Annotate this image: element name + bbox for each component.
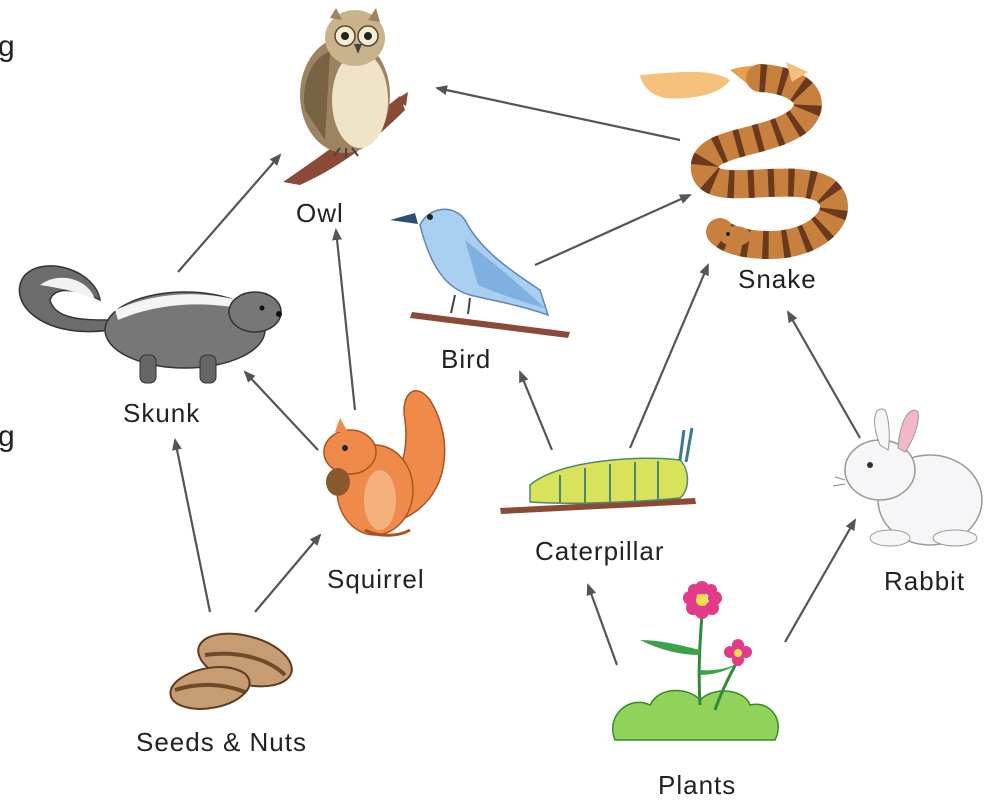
snake-label: Snake	[738, 264, 817, 295]
skunk-label: Skunk	[123, 398, 200, 429]
arrow-caterpillar-to-bird	[520, 372, 552, 450]
arrow-caterpillar-to-snake	[630, 265, 708, 448]
arrow-bird-to-snake	[535, 195, 690, 265]
arrow-plants-to-caterpillar	[588, 585, 617, 665]
bird-illustration	[390, 209, 570, 338]
squirrel-label: Squirrel	[327, 564, 425, 595]
bird-label: Bird	[441, 344, 491, 375]
plants-label: Plants	[658, 770, 736, 801]
caterpillar-illustration	[500, 428, 696, 514]
arrow-squirrel-to-skunk	[245, 372, 318, 450]
arrow-skunk-to-owl	[178, 155, 280, 272]
cropped-text-middle: g	[0, 420, 15, 454]
cropped-text-top: g	[0, 30, 15, 64]
arrow-squirrel-to-owl	[336, 230, 355, 410]
snake-illustration	[640, 62, 834, 246]
rabbit-label: Rabbit	[884, 566, 965, 597]
plants-illustration	[613, 581, 778, 740]
arrow-seeds-to-skunk	[175, 440, 210, 612]
owl-label: Owl	[296, 198, 344, 229]
arrow-rabbit-to-snake	[788, 312, 860, 438]
owl-illustration	[283, 8, 408, 185]
caterpillar-label: Caterpillar	[535, 536, 665, 567]
arrow-snake-to-owl	[437, 88, 680, 140]
arrow-plants-to-rabbit	[785, 520, 855, 642]
skunk-illustration	[19, 266, 282, 383]
seeds-nuts-label: Seeds & Nuts	[136, 727, 307, 758]
arrow-seeds-to-squirrel	[255, 535, 320, 612]
squirrel-illustration	[324, 391, 445, 536]
seeds-nuts-illustration	[167, 624, 297, 714]
